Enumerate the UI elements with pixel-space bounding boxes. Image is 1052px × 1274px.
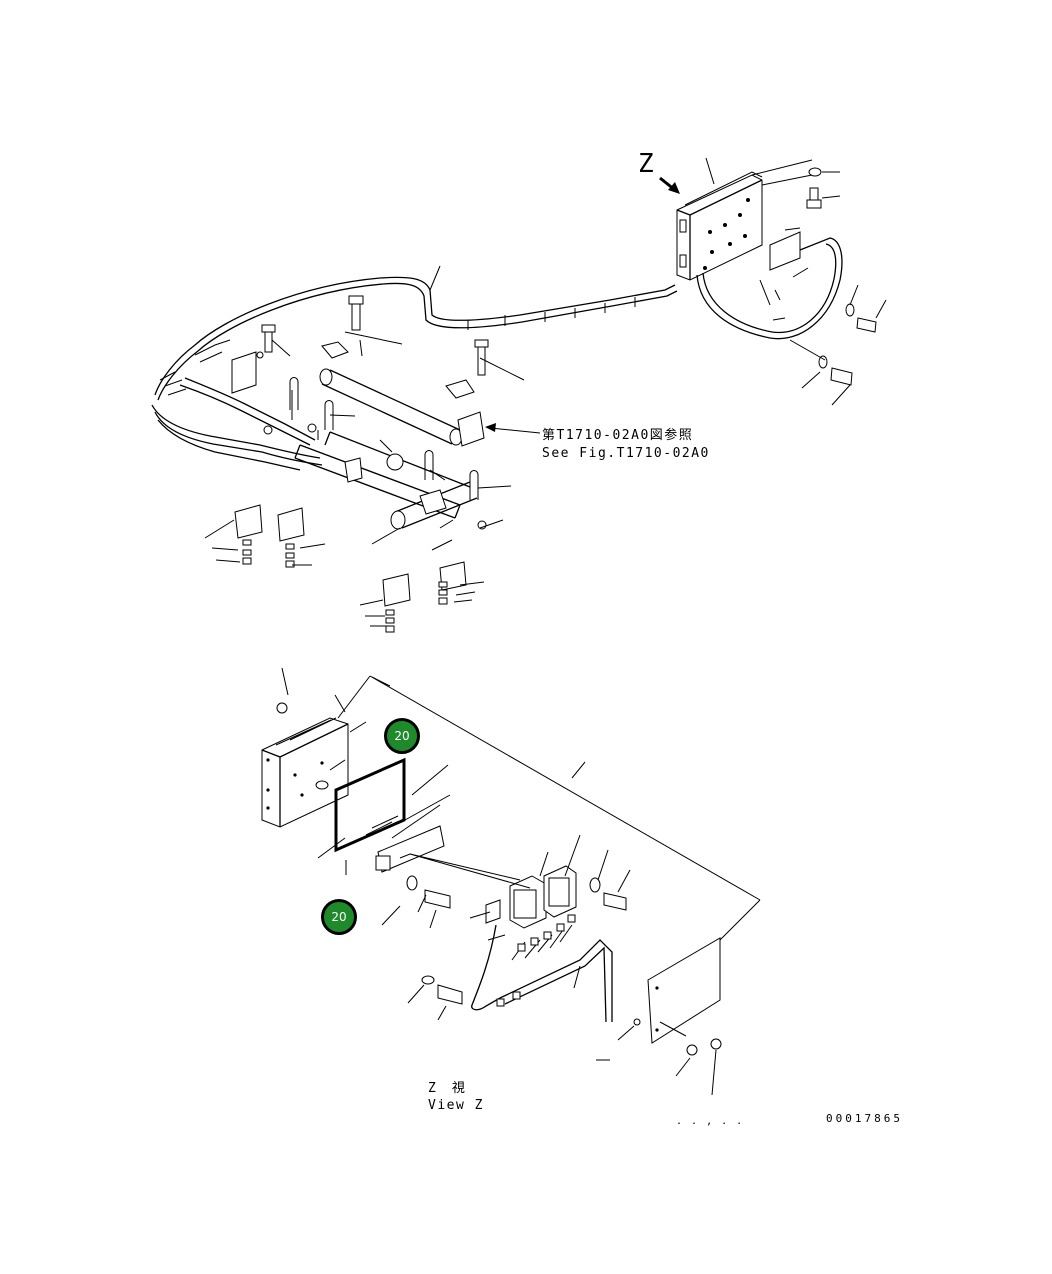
callout-marker-20-top[interactable]: 20 (384, 718, 420, 754)
upper-controller-box (659, 157, 887, 406)
view-marker-z: Z (638, 149, 654, 179)
callout-marker-20-bottom[interactable]: 20 (321, 899, 357, 935)
view-z-assembly (261, 667, 761, 1096)
reference-note-jp: 第T1710-02A0図参照 (542, 428, 694, 443)
reference-note-en: See Fig.T1710-02A0 (542, 446, 710, 461)
view-caption-jp: Z 視 (428, 1081, 467, 1096)
drawing-number: 00017865 (826, 1112, 903, 1125)
view-caption-en: View Z (428, 1098, 484, 1113)
footer-marks: . . , . . (676, 1116, 744, 1127)
upper-assembly (151, 265, 678, 633)
